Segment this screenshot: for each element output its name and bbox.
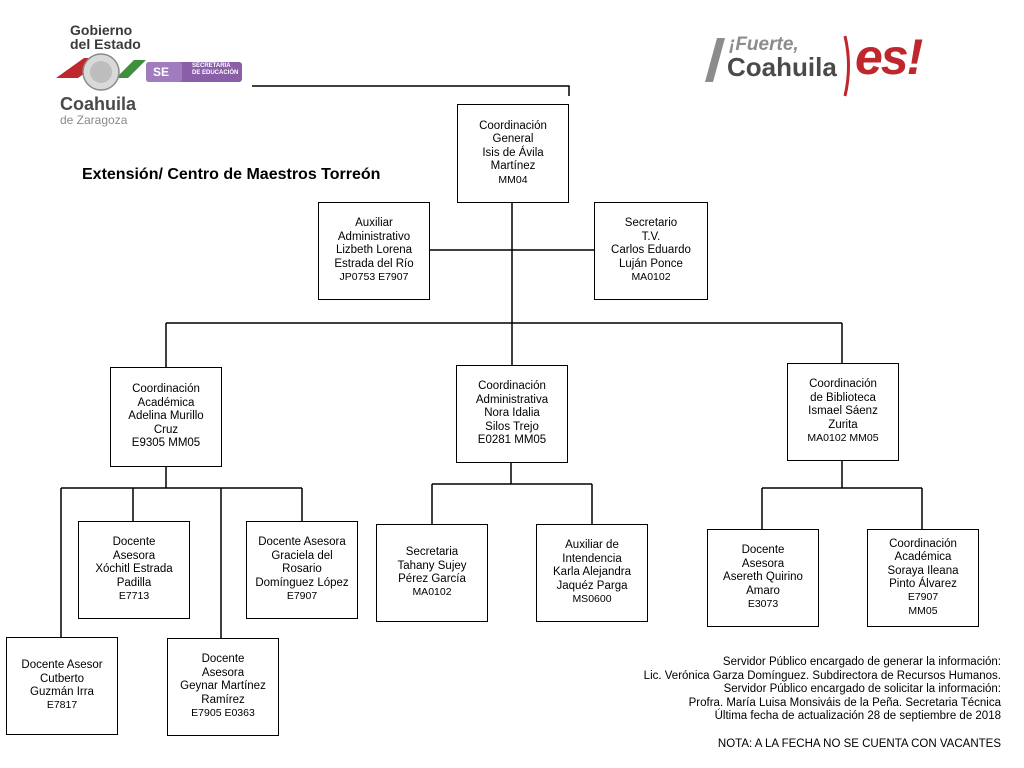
slash-mark-icon — [705, 38, 725, 82]
se-badge: SE — [153, 65, 170, 79]
footer-line: Profra. María Luisa Monsiváis de la Peña… — [688, 696, 1001, 709]
vacantes-note: NOTA: A LA FECHA NO SE CUENTA CON VACANT… — [717, 738, 1001, 750]
footer-line: Lic. Verónica Garza Domínguez. Subdirect… — [643, 669, 1001, 682]
slogan-coahuila: Coahuila — [727, 52, 837, 82]
slogan-fuerte: ¡Fuerte, — [729, 34, 799, 55]
slogan-es: es! — [855, 29, 923, 85]
se-secretaria-label: SECRETARÍA DE EDUCACIÓN — [192, 63, 239, 76]
coahuila-label: Coahuila — [60, 94, 137, 114]
state-seal-banner-icon — [56, 53, 242, 91]
gobierno-label: Gobierno — [70, 22, 133, 38]
de-zaragoza-label: de Zaragoza — [60, 113, 128, 127]
footer-line: Servidor Público encargado de generar la… — [722, 656, 1001, 668]
footer-line: Última fecha de actualización 28 de sept… — [714, 710, 1001, 722]
bracket-mark-icon — [843, 35, 850, 97]
page-title: Extensión/ Centro de Maestros Torreón — [82, 166, 381, 183]
info-responsables-footer: Servidor Público encargado de generar la… — [644, 656, 1001, 724]
footer-line: Servidor Público encargado de solicitar … — [723, 683, 1001, 695]
fuerte-coahuila-logo: ¡Fuerte, Coahuila es! — [705, 29, 955, 102]
del-estado-label: del Estado — [70, 36, 141, 52]
gobierno-coahuila-logo: Gobierno del Estado SE SECRETARÍA DE EDU… — [46, 18, 256, 128]
